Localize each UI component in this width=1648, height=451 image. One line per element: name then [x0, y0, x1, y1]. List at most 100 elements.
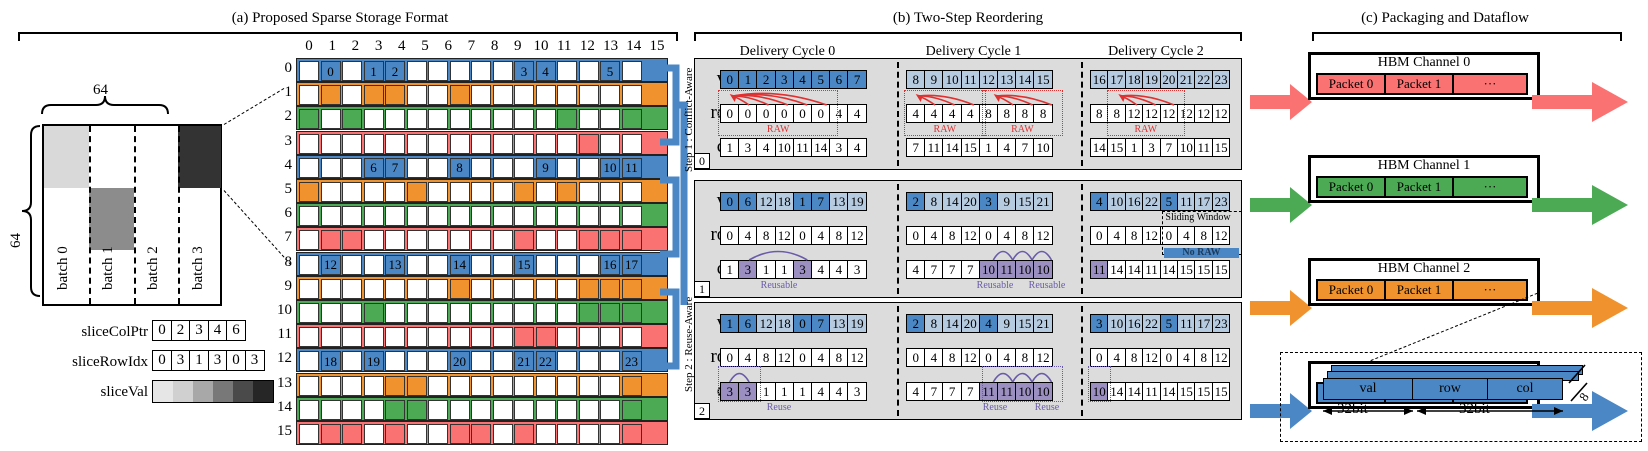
val-cell: 12 — [756, 314, 776, 333]
val-cell: 3 — [1090, 314, 1109, 333]
matrix-cell — [320, 375, 341, 396]
val-cell: 3 — [774, 70, 794, 89]
matrix-row-header: 7 — [284, 229, 293, 246]
width-label-rowcol: 32bit — [1459, 401, 1490, 417]
val-cell: 10 — [1107, 192, 1126, 211]
matrix-row-header: 8 — [284, 253, 293, 270]
matrix-cell — [557, 327, 577, 348]
matrix-cell — [299, 375, 319, 396]
matrix-cell — [471, 351, 491, 372]
val-cell: 21 — [1033, 314, 1053, 333]
matrix-row — [296, 275, 669, 300]
val-cell: 2 — [906, 192, 926, 211]
val-cell: 1 — [738, 70, 758, 89]
panel-c-bracket — [1312, 32, 1622, 41]
matrix-row — [296, 372, 669, 397]
matrix-cell — [535, 182, 556, 202]
matrix-cell — [363, 230, 384, 251]
row-cell: 12 — [847, 348, 867, 367]
val-cell: 12 — [978, 70, 999, 89]
val-cell: 0 — [720, 70, 740, 89]
col-cell: 14 — [1124, 382, 1144, 401]
matrix-cell — [535, 230, 556, 251]
matrix-cell — [535, 303, 556, 323]
row-cell: 0 — [1159, 226, 1179, 245]
val-cell: 20 — [960, 192, 980, 211]
matrix-cell — [342, 303, 362, 323]
matrix-row — [296, 203, 669, 228]
matrix-cell — [363, 375, 384, 396]
matrix-cell — [492, 278, 513, 299]
no-raw-label: No RAW — [1182, 247, 1221, 258]
matrix-cell — [535, 206, 556, 227]
val-cell: 11 — [1177, 192, 1196, 211]
col-cell: 4 — [847, 138, 867, 157]
matrix-cell — [385, 399, 405, 420]
matrix-cell — [363, 182, 384, 202]
col-cell: 15 — [1177, 382, 1196, 401]
raw-hazard-box — [718, 90, 839, 136]
matrix-col-header: 12 — [579, 38, 595, 54]
matrix-cell — [385, 278, 405, 299]
cycle-separator — [1081, 62, 1083, 166]
val-cell: 8 — [924, 192, 944, 211]
panel-a-sparse-storage-format: (a) Proposed Sparse Storage Format 64 64… — [0, 0, 690, 451]
matrix-cell — [320, 399, 341, 420]
row-cell: 8 — [1015, 226, 1035, 245]
matrix-cell — [363, 133, 384, 154]
col-cell: 1 — [720, 260, 740, 279]
width-label-val: 32bit — [1337, 401, 1368, 417]
col-cell: 4 — [811, 260, 831, 279]
matrix-row-header: 11 — [277, 326, 292, 343]
matrix-cell — [578, 351, 599, 372]
col-cell: 7 — [960, 382, 980, 401]
val-cell: 13 — [997, 70, 1017, 89]
row-cell: 0 — [1090, 226, 1109, 245]
val-cell: 16 — [1124, 192, 1144, 211]
matrix-cell — [557, 182, 577, 202]
row-cell: 0 — [1090, 348, 1109, 367]
row-cell: 8 — [756, 348, 776, 367]
matrix-cell — [514, 399, 534, 420]
row-cell: 4 — [997, 348, 1017, 367]
matrix-cell — [449, 424, 470, 444]
col-cell: 10 — [1090, 382, 1109, 401]
col-cell: 7 — [906, 138, 926, 157]
packet: Packet 0 — [1316, 176, 1386, 198]
matrix-cell — [492, 206, 513, 227]
val-cell: 4 — [792, 70, 813, 89]
matrix-cell — [428, 424, 448, 444]
matrix-cell — [621, 85, 642, 106]
val-cell: 19 — [847, 192, 867, 211]
matrix-row-header: 4 — [284, 156, 293, 173]
matrix-row — [296, 179, 669, 203]
matrix-cell — [557, 230, 577, 251]
matrix-row-header: 0 — [284, 60, 293, 76]
matrix-cell — [406, 399, 427, 420]
matrix-cell — [385, 424, 405, 444]
matrix-cell — [600, 303, 620, 323]
matrix-cell — [342, 206, 362, 227]
matrix-cell — [578, 424, 599, 444]
matrix-cell — [449, 399, 470, 420]
matrix-cell — [492, 351, 513, 372]
row-cell: 4 — [811, 348, 831, 367]
slicerowidx-label: sliceRowIdx — [72, 354, 148, 370]
field-val: val — [1323, 378, 1413, 400]
matrix-col-header: 0 — [305, 38, 313, 54]
array-cell: 4 — [207, 320, 228, 341]
cycle-separator — [1081, 184, 1083, 294]
matrix-cell — [385, 230, 405, 251]
matrix-cell — [299, 278, 319, 299]
matrix-cell — [406, 85, 427, 106]
sliceval-label: sliceVal — [100, 384, 148, 400]
matrix-cell — [449, 109, 470, 130]
row-cell: 12 — [1211, 226, 1231, 245]
panel-a-bracket — [18, 32, 678, 41]
